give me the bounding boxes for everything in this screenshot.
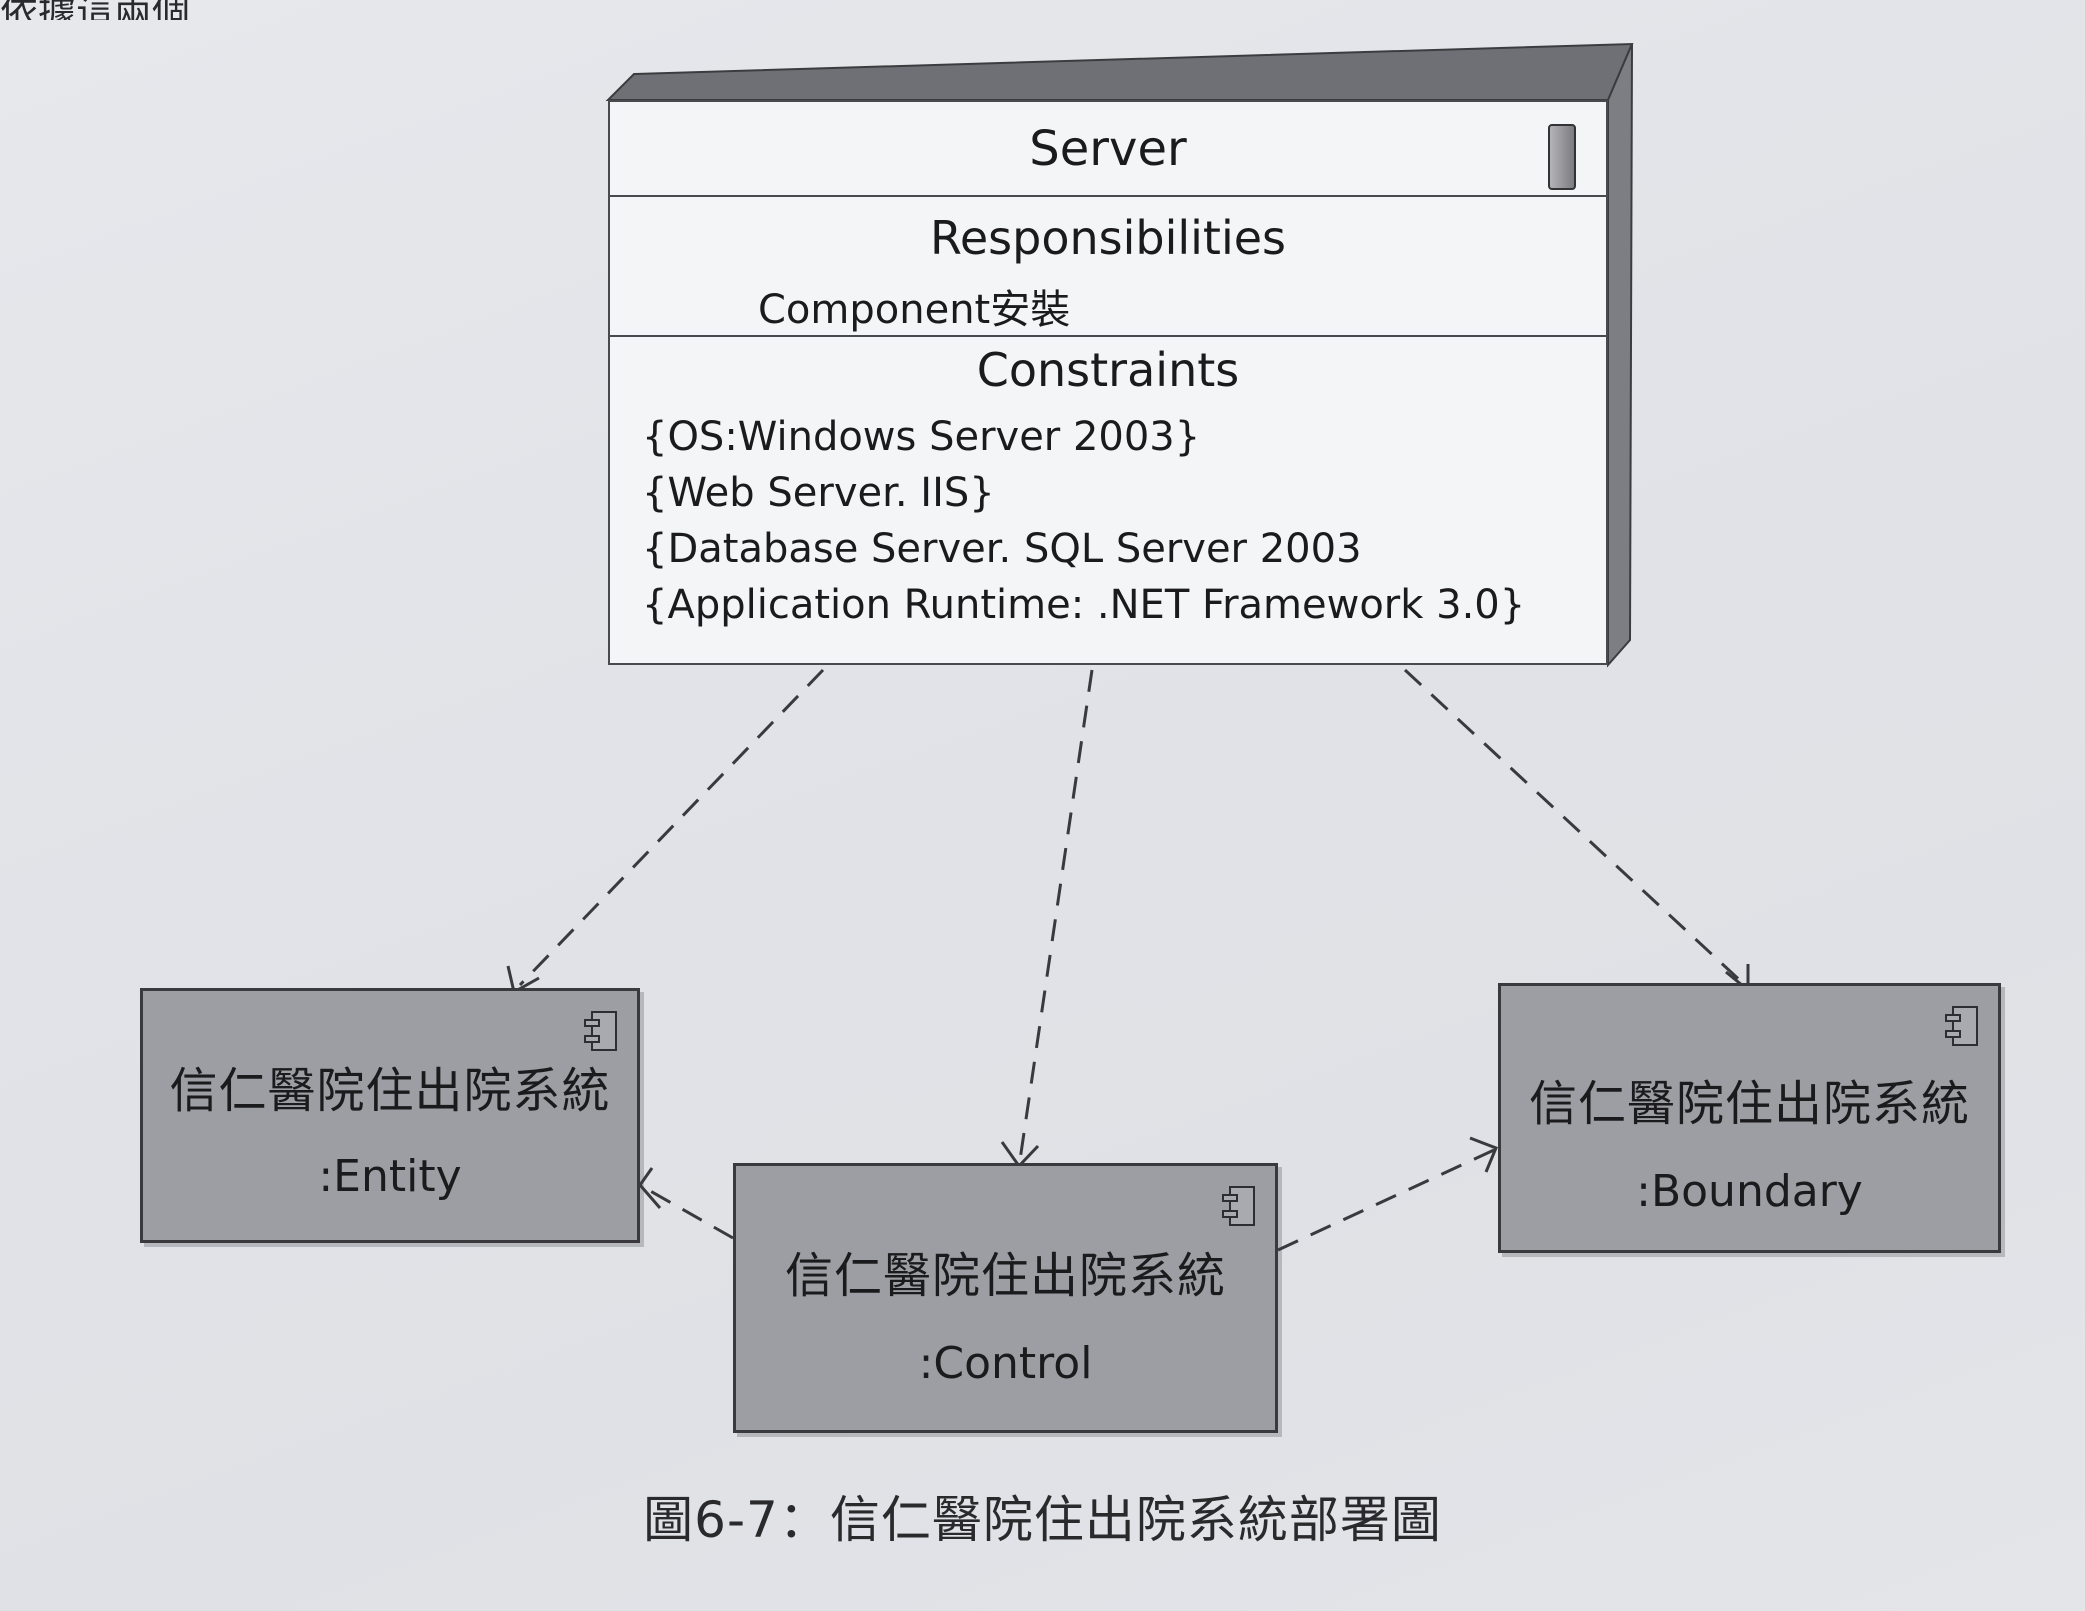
dep-control-boundary (1277, 1148, 1495, 1252)
component-icon (584, 1011, 617, 1051)
component-stereotype: :Boundary (1636, 1166, 1863, 1217)
component-entity: 信仁醫院住出院系統 :Entity (140, 988, 640, 1243)
constraints-heading: Constraints (976, 343, 1240, 397)
arrowhead-control-boundary (1469, 1136, 1498, 1173)
component-stereotype: :Entity (318, 1151, 462, 1202)
component-control: 信仁醫院住出院系統 :Control (733, 1163, 1278, 1433)
constraints-list: {OS:Windows Server 2003} {Web Server. II… (642, 409, 1525, 633)
component-name: 信仁醫院住出院系統 (1528, 1076, 1970, 1132)
dep-server-control (1018, 669, 1094, 1161)
dep-server-boundary (1403, 668, 1747, 987)
component-icon (1945, 1006, 1978, 1046)
component-boundary: 信仁醫院住出院系統 :Boundary (1498, 983, 2001, 1253)
dep-server-entity (518, 668, 825, 987)
component-stereotype: :Control (918, 1338, 1093, 1389)
arrowhead-control-entity (638, 1167, 662, 1209)
responsibility-item: Component安裝 (758, 287, 1071, 333)
component-name: 信仁醫院住出院系統 (169, 1063, 611, 1119)
constraint-item: {Database Server. SQL Server 2003 (642, 526, 1362, 572)
node-depth-side (1607, 43, 1633, 668)
server-node: Server Responsibilities Component安裝 Cons… (608, 100, 1608, 665)
constraint-item: {Application Runtime: .NET Framework 3.0… (642, 582, 1526, 628)
dep-control-entity (644, 1186, 734, 1240)
node-title: Server (610, 102, 1606, 197)
node-icon (1548, 124, 1576, 190)
constraint-item: {OS:Windows Server 2003} (642, 414, 1201, 460)
figure-caption: 圖6-7：信仁醫院住出院系統部署圖 (643, 1491, 1442, 1549)
component-icon (1222, 1186, 1255, 1226)
node-depth-top (605, 42, 1634, 101)
constraint-item: {Web Server. IIS} (642, 470, 995, 516)
responsibilities-section: Responsibilities Component安裝 (610, 197, 1606, 337)
responsibilities-heading: Responsibilities (929, 211, 1287, 265)
constraints-section: Constraints {OS:Windows Server 2003} {We… (610, 337, 1606, 667)
component-name: 信仁醫院住出院系統 (784, 1248, 1226, 1304)
top-text-fragment: 依據這兩個 (0, 0, 380, 20)
